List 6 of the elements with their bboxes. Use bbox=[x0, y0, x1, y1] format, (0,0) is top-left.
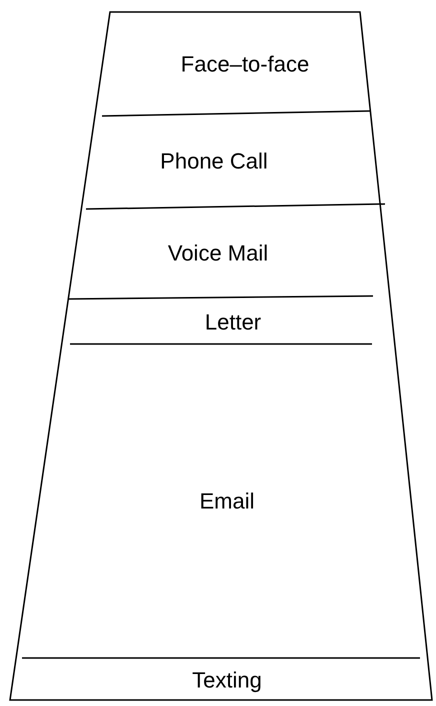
band-label: Voice Mail bbox=[168, 239, 268, 267]
band-label: Letter bbox=[204, 308, 262, 336]
band-label: Email bbox=[200, 487, 254, 515]
band-label: Texting bbox=[192, 666, 262, 694]
band-label: Face–to-face bbox=[180, 50, 310, 78]
band-label: Phone Call bbox=[160, 147, 268, 175]
